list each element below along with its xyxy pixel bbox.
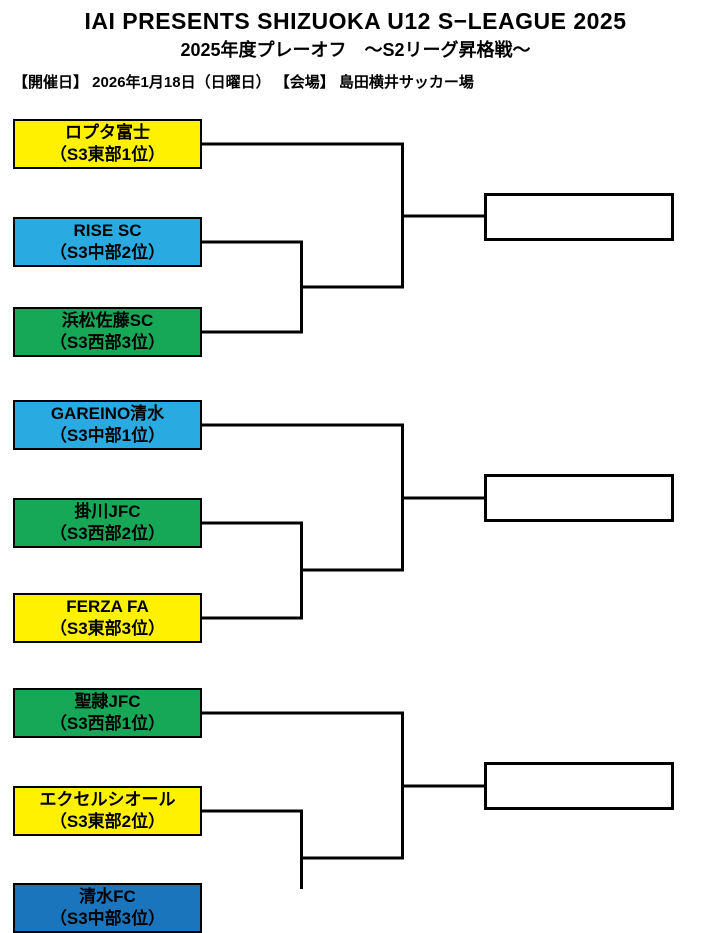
team-box-lopta-fuji: ロプタ富士 （S3東部1位） <box>13 119 202 169</box>
team-box-kakegawa-jfc: 掛川JFC （S3西部2位） <box>13 498 202 548</box>
team-name: 掛川JFC <box>74 502 141 521</box>
team-box-gareino-shimizu: GAREINO清水 （S3中部1位） <box>13 400 202 450</box>
winner-box-group-3 <box>484 762 674 810</box>
page-title: IAI PRESENTS SHIZUOKA U12 S−LEAGUE 2025 <box>84 8 627 34</box>
team-rank: （S3東部1位） <box>49 145 166 164</box>
team-name: GAREINO清水 <box>50 404 165 423</box>
team-rank: （S3中部2位） <box>49 243 166 262</box>
team-rank: （S3西部1位） <box>49 714 166 733</box>
team-rank: （S3東部2位） <box>49 812 166 831</box>
team-name: 聖隷JFC <box>74 692 141 711</box>
winner-box-group-1 <box>484 193 674 241</box>
team-name: エクセルシオール <box>39 790 176 809</box>
team-box-seirei-jfc: 聖隷JFC （S3西部1位） <box>13 688 202 738</box>
team-rank: （S3西部3位） <box>49 333 166 352</box>
team-box-hamamatsu-sato-sc: 浜松佐藤SC （S3西部3位） <box>13 307 202 357</box>
event-info: 【開催日】 2026年1月18日（日曜日） 【会場】 島田横井サッカー場 <box>13 74 474 91</box>
team-box-excelsior: エクセルシオール （S3東部2位） <box>13 786 202 836</box>
page-subtitle: 2025年度プレーオフ ～S2リーグ昇格戦～ <box>180 40 531 60</box>
team-name: 浜松佐藤SC <box>61 311 154 330</box>
team-rank: （S3中部3位） <box>49 909 166 928</box>
team-name: FERZA FA <box>66 597 149 616</box>
winner-box-group-2 <box>484 474 674 522</box>
team-box-ferza-fa: FERZA FA （S3東部3位） <box>13 593 202 643</box>
team-rank: （S3中部1位） <box>49 426 166 445</box>
team-box-shimizu-fc: 清水FC （S3中部3位） <box>13 883 202 933</box>
team-name: 清水FC <box>79 887 136 906</box>
team-rank: （S3西部2位） <box>49 524 166 543</box>
team-name: ロプタ富士 <box>65 123 150 142</box>
team-name: RISE SC <box>73 221 142 240</box>
team-rank: （S3東部3位） <box>49 619 166 638</box>
team-box-rise-sc: RISE SC （S3中部2位） <box>13 217 202 267</box>
